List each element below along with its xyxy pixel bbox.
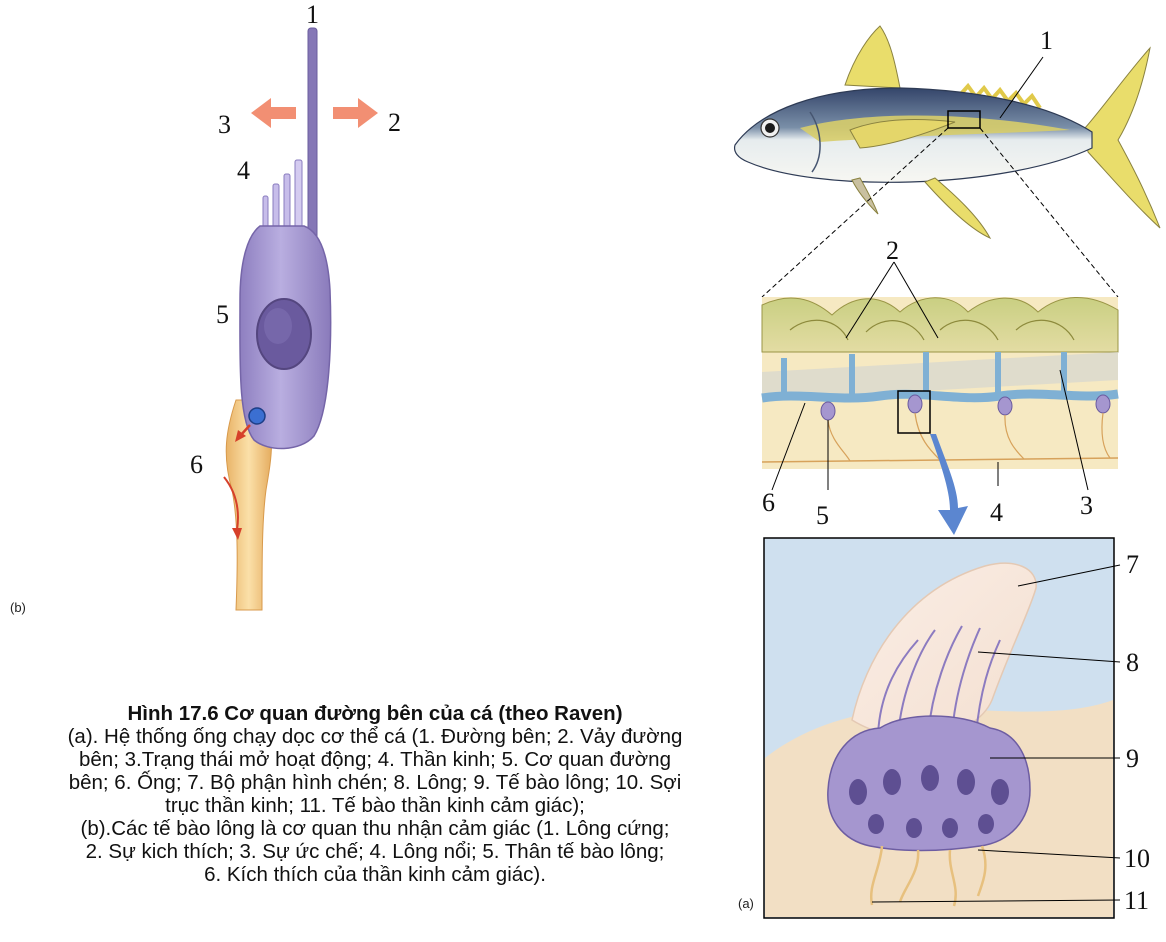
caption-line: trục thần kinh; 11. Tế bào thần kinh cảm… [0,794,750,817]
hair-cell-nucleus [906,818,922,838]
anal-fin [925,178,990,238]
dorsal-fin [845,26,900,88]
lateral-canal [762,394,1118,398]
label-lateral-line-1: 1 [1040,28,1053,54]
label-hair-8: 8 [1126,650,1139,676]
label-hair-cell-9: 9 [1126,746,1139,772]
tail-fin [1085,48,1160,228]
label-axon-10: 10 [1124,846,1150,872]
neuromast [1096,395,1110,413]
caption-line: 6. Kích thích của thần kinh cảm giác). [0,863,750,886]
hair-cell-nucleus [942,818,958,838]
fish-illustration [735,26,1160,297]
scale-layer [762,297,1118,352]
fish-pupil [765,123,775,133]
figure-caption: Hình 17.6 Cơ quan đường bên của cá (theo… [0,702,750,886]
label-canal-6: 6 [762,490,775,516]
label-nerve-4: 4 [990,500,1003,526]
caption-line: (b).Các tế bào lông là cơ quan thu nhận … [0,817,750,840]
caption-line: 2. Sự kich thích; 3. Sự ức chế; 4. Lông … [0,840,750,863]
hair-cell-nucleus [868,814,884,834]
label-sensory-neuron-11: 11 [1124,888,1149,914]
neuromast-closeup [764,538,1120,918]
label-cell-body-5: 5 [216,302,229,328]
neuromast [998,397,1012,415]
hair-cell-nucleus [849,779,867,805]
label-nerve-6: 6 [190,452,203,478]
hair-cell-nucleus [991,779,1009,805]
caption-line: (a). Hệ thống ống chạy dọc cơ thể cá (1.… [0,725,750,748]
label-stimulation-2: 2 [388,110,401,136]
nucleus-highlight [264,308,292,344]
stereocilium [295,160,302,236]
hair-cell-diagram [224,28,378,610]
stimulation-arrow [333,98,378,128]
hair-cell-nucleus [883,769,901,795]
label-pore-3: 3 [1080,493,1093,519]
label-scale-2: 2 [886,238,899,264]
caption-line: bên; 6. Ống; 7. Bộ phận hình chén; 8. Lô… [0,771,750,794]
pelvic-fin [852,178,878,214]
label-neuromast-5: 5 [816,503,829,529]
caption-line: bên; 3.Trạng thái mở hoạt động; 4. Thần … [0,748,750,771]
synapse-dot [249,408,265,424]
figure-title: Hình 17.6 Cơ quan đường bên của cá (theo… [0,702,750,725]
label-cupula-7: 7 [1126,552,1139,578]
label-stereocilium-1: 1 [306,2,319,28]
label-inhibition-3: 3 [218,112,231,138]
label-kinocilium-4: 4 [237,158,250,184]
kinocilium [308,28,317,250]
neuromast [821,402,835,420]
panel-b-tag: (b) [10,600,26,615]
hair-cell-nucleus [978,814,994,834]
hair-cell-nucleus [921,765,939,791]
neuromast [908,395,922,413]
panel-a-tag: (a) [738,896,754,911]
hair-cell-nucleus [957,769,975,795]
inhibition-arrow [251,98,296,128]
